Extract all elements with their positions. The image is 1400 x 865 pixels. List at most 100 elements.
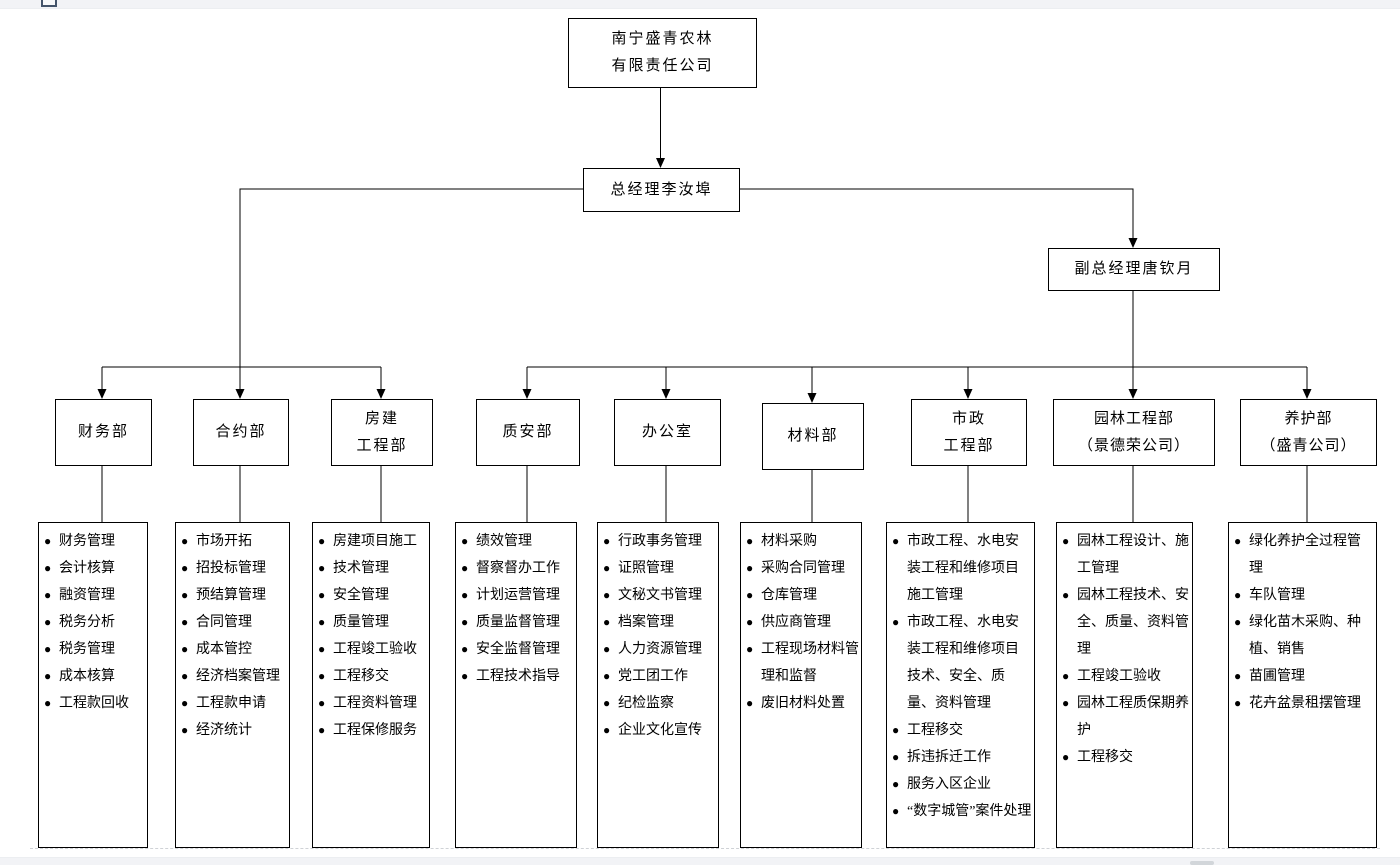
dept-name: 财务部 xyxy=(77,424,129,440)
duty-item: 仓库管理 xyxy=(746,582,859,609)
duty-item: 采购合同管理 xyxy=(746,555,859,582)
duty-item: 苗圃管理 xyxy=(1234,663,1374,690)
duty-item: 工程技术指导 xyxy=(461,663,574,690)
duty-list: 材料采购采购合同管理仓库管理供应商管理工程现场材料管理和监督废旧材料处置 xyxy=(746,528,859,717)
horizontal-scrollbar-thumb[interactable] xyxy=(1190,861,1214,865)
deputy-general-manager-box[interactable]: 副总经理唐钦月 xyxy=(1048,248,1220,291)
duty-item: 工程款申请 xyxy=(181,690,287,717)
duty-list-finance[interactable]: 财务管理会计核算融资管理税务分析税务管理成本核算工程款回收 xyxy=(38,522,148,848)
dept-box-office[interactable]: 办公室 xyxy=(614,399,721,466)
duty-item: 材料采购 xyxy=(746,528,859,555)
duty-item: 经济统计 xyxy=(181,717,287,744)
duty-item: 督察督办工作 xyxy=(461,555,574,582)
dept-name: 工程部 xyxy=(943,437,995,454)
window-top-strip xyxy=(0,0,1400,9)
dept-name: 养护部 xyxy=(1284,410,1333,427)
duty-item: 工程竣工验收 xyxy=(1062,663,1190,690)
duty-item: 工程竣工验收 xyxy=(318,636,427,663)
deputy-general-manager-label: 副总经理唐钦月 xyxy=(1074,261,1194,277)
duty-item: 工程移交 xyxy=(892,717,1032,744)
duty-item: 车队管理 xyxy=(1234,582,1374,609)
duty-item: 市场开拓 xyxy=(181,528,287,555)
page-boundary-dashes xyxy=(30,848,1380,849)
duty-item: 文秘文书管理 xyxy=(603,582,716,609)
duty-item: 工程移交 xyxy=(1062,744,1190,771)
dept-box-municipal-engineering[interactable]: 市政 工程部 xyxy=(911,399,1027,466)
duty-item: 供应商管理 xyxy=(746,609,859,636)
window-outline-icon xyxy=(41,0,57,7)
duty-item: 融资管理 xyxy=(44,582,145,609)
duty-item: 质量监督管理 xyxy=(461,609,574,636)
duty-list-contract[interactable]: 市场开拓招投标管理预结算管理合同管理成本管控经济档案管理工程款申请经济统计 xyxy=(175,522,290,848)
dept-name: （景德荣公司） xyxy=(1077,437,1190,454)
duty-item: 技术管理 xyxy=(318,555,427,582)
duty-item: 园林工程技术、安全、质量、资料管理 xyxy=(1062,582,1190,663)
dept-box-maintenance[interactable]: 养护部 （盛青公司） xyxy=(1240,399,1377,466)
duty-item: 税务管理 xyxy=(44,636,145,663)
duty-item: 会计核算 xyxy=(44,555,145,582)
dept-name: 园林工程部 xyxy=(1093,410,1174,427)
duty-list: 市场开拓招投标管理预结算管理合同管理成本管控经济档案管理工程款申请经济统计 xyxy=(181,528,287,744)
duty-list: 财务管理会计核算融资管理税务分析税务管理成本核算工程款回收 xyxy=(44,528,145,717)
dept-name: 合约部 xyxy=(215,424,267,440)
duty-list-materials[interactable]: 材料采购采购合同管理仓库管理供应商管理工程现场材料管理和监督废旧材料处置 xyxy=(740,522,862,848)
duty-list-housing-construction[interactable]: 房建项目施工技术管理安全管理质量管理工程竣工验收工程移交工程资料管理工程保修服务 xyxy=(312,522,430,848)
duty-item: 安全监督管理 xyxy=(461,636,574,663)
duty-list-office[interactable]: 行政事务管理证照管理文秘文书管理档案管理人力资源管理党工团工作纪检监察企业文化宣… xyxy=(597,522,719,848)
dept-name: （盛青公司） xyxy=(1260,437,1357,454)
duty-item: 质量管理 xyxy=(318,609,427,636)
duty-item: 拆违拆迁工作 xyxy=(892,744,1032,771)
duty-list: 绩效管理督察督办工作计划运营管理质量监督管理安全监督管理工程技术指导 xyxy=(461,528,574,690)
duty-list: 房建项目施工技术管理安全管理质量管理工程竣工验收工程移交工程资料管理工程保修服务 xyxy=(318,528,427,744)
duty-item: 人力资源管理 xyxy=(603,636,716,663)
dept-name: 市政 xyxy=(951,410,986,427)
window-bottom-strip xyxy=(0,857,1400,865)
dept-name: 工程部 xyxy=(356,437,408,454)
duty-item: 行政事务管理 xyxy=(603,528,716,555)
duty-item: 成本管控 xyxy=(181,636,287,663)
dept-box-quality-safety[interactable]: 质安部 xyxy=(476,399,580,466)
duty-item: 绿化养护全过程管理 xyxy=(1234,528,1374,582)
duty-list-maintenance[interactable]: 绿化养护全过程管理车队管理绿化苗木采购、种植、销售苗圃管理花卉盆景租摆管理 xyxy=(1228,522,1377,848)
duty-item: 预结算管理 xyxy=(181,582,287,609)
duty-item: 工程现场材料管理和监督 xyxy=(746,636,859,690)
duty-item: 市政工程、水电安装工程和维修项目技术、安全、质量、资料管理 xyxy=(892,609,1032,717)
duty-item: “数字城管”案件处理 xyxy=(892,798,1032,825)
duty-item: 市政工程、水电安装工程和维修项目施工管理 xyxy=(892,528,1032,609)
duty-item: 经济档案管理 xyxy=(181,663,287,690)
duty-item: 园林工程质保期养护 xyxy=(1062,690,1190,744)
general-manager-box[interactable]: 总经理李汝埠 xyxy=(583,168,740,212)
dept-box-contract[interactable]: 合约部 xyxy=(193,399,289,466)
duty-item: 工程保修服务 xyxy=(318,717,427,744)
duty-item: 绩效管理 xyxy=(461,528,574,555)
company-root-box[interactable]: 南宁盛青农林 有限责任公司 xyxy=(568,18,757,88)
duty-list-municipal-engineering[interactable]: 市政工程、水电安装工程和维修项目施工管理市政工程、水电安装工程和维修项目技术、安… xyxy=(886,522,1035,848)
duty-item: 工程资料管理 xyxy=(318,690,427,717)
dept-name: 质安部 xyxy=(502,424,554,440)
dept-box-landscape-engineering[interactable]: 园林工程部 （景德荣公司） xyxy=(1053,399,1215,466)
duty-item: 计划运营管理 xyxy=(461,582,574,609)
duty-item: 废旧材料处置 xyxy=(746,690,859,717)
duty-item: 合同管理 xyxy=(181,609,287,636)
duty-item: 档案管理 xyxy=(603,609,716,636)
duty-item: 工程移交 xyxy=(318,663,427,690)
dept-box-housing-construction[interactable]: 房建 工程部 xyxy=(331,399,433,466)
duty-list-quality-safety[interactable]: 绩效管理督察督办工作计划运营管理质量监督管理安全监督管理工程技术指导 xyxy=(455,522,577,848)
duty-item: 房建项目施工 xyxy=(318,528,427,555)
duty-item: 花卉盆景租摆管理 xyxy=(1234,690,1374,717)
duty-item: 招投标管理 xyxy=(181,555,287,582)
duty-list: 行政事务管理证照管理文秘文书管理档案管理人力资源管理党工团工作纪检监察企业文化宣… xyxy=(603,528,716,744)
company-name-line2: 有限责任公司 xyxy=(611,58,714,74)
company-name-line1: 南宁盛青农林 xyxy=(611,31,714,47)
duty-list-landscape-engineering[interactable]: 园林工程设计、施工管理园林工程技术、安全、质量、资料管理工程竣工验收园林工程质保… xyxy=(1056,522,1193,848)
general-manager-label: 总经理李汝埠 xyxy=(610,181,713,198)
dept-box-finance[interactable]: 财务部 xyxy=(55,399,152,466)
duty-item: 绿化苗木采购、种植、销售 xyxy=(1234,609,1374,663)
duty-item: 园林工程设计、施工管理 xyxy=(1062,528,1190,582)
dept-name: 材料部 xyxy=(787,428,839,444)
duty-item: 税务分析 xyxy=(44,609,145,636)
dept-box-materials[interactable]: 材料部 xyxy=(762,403,864,470)
duty-list: 绿化养护全过程管理车队管理绿化苗木采购、种植、销售苗圃管理花卉盆景租摆管理 xyxy=(1234,528,1374,717)
duty-item: 服务入区企业 xyxy=(892,771,1032,798)
